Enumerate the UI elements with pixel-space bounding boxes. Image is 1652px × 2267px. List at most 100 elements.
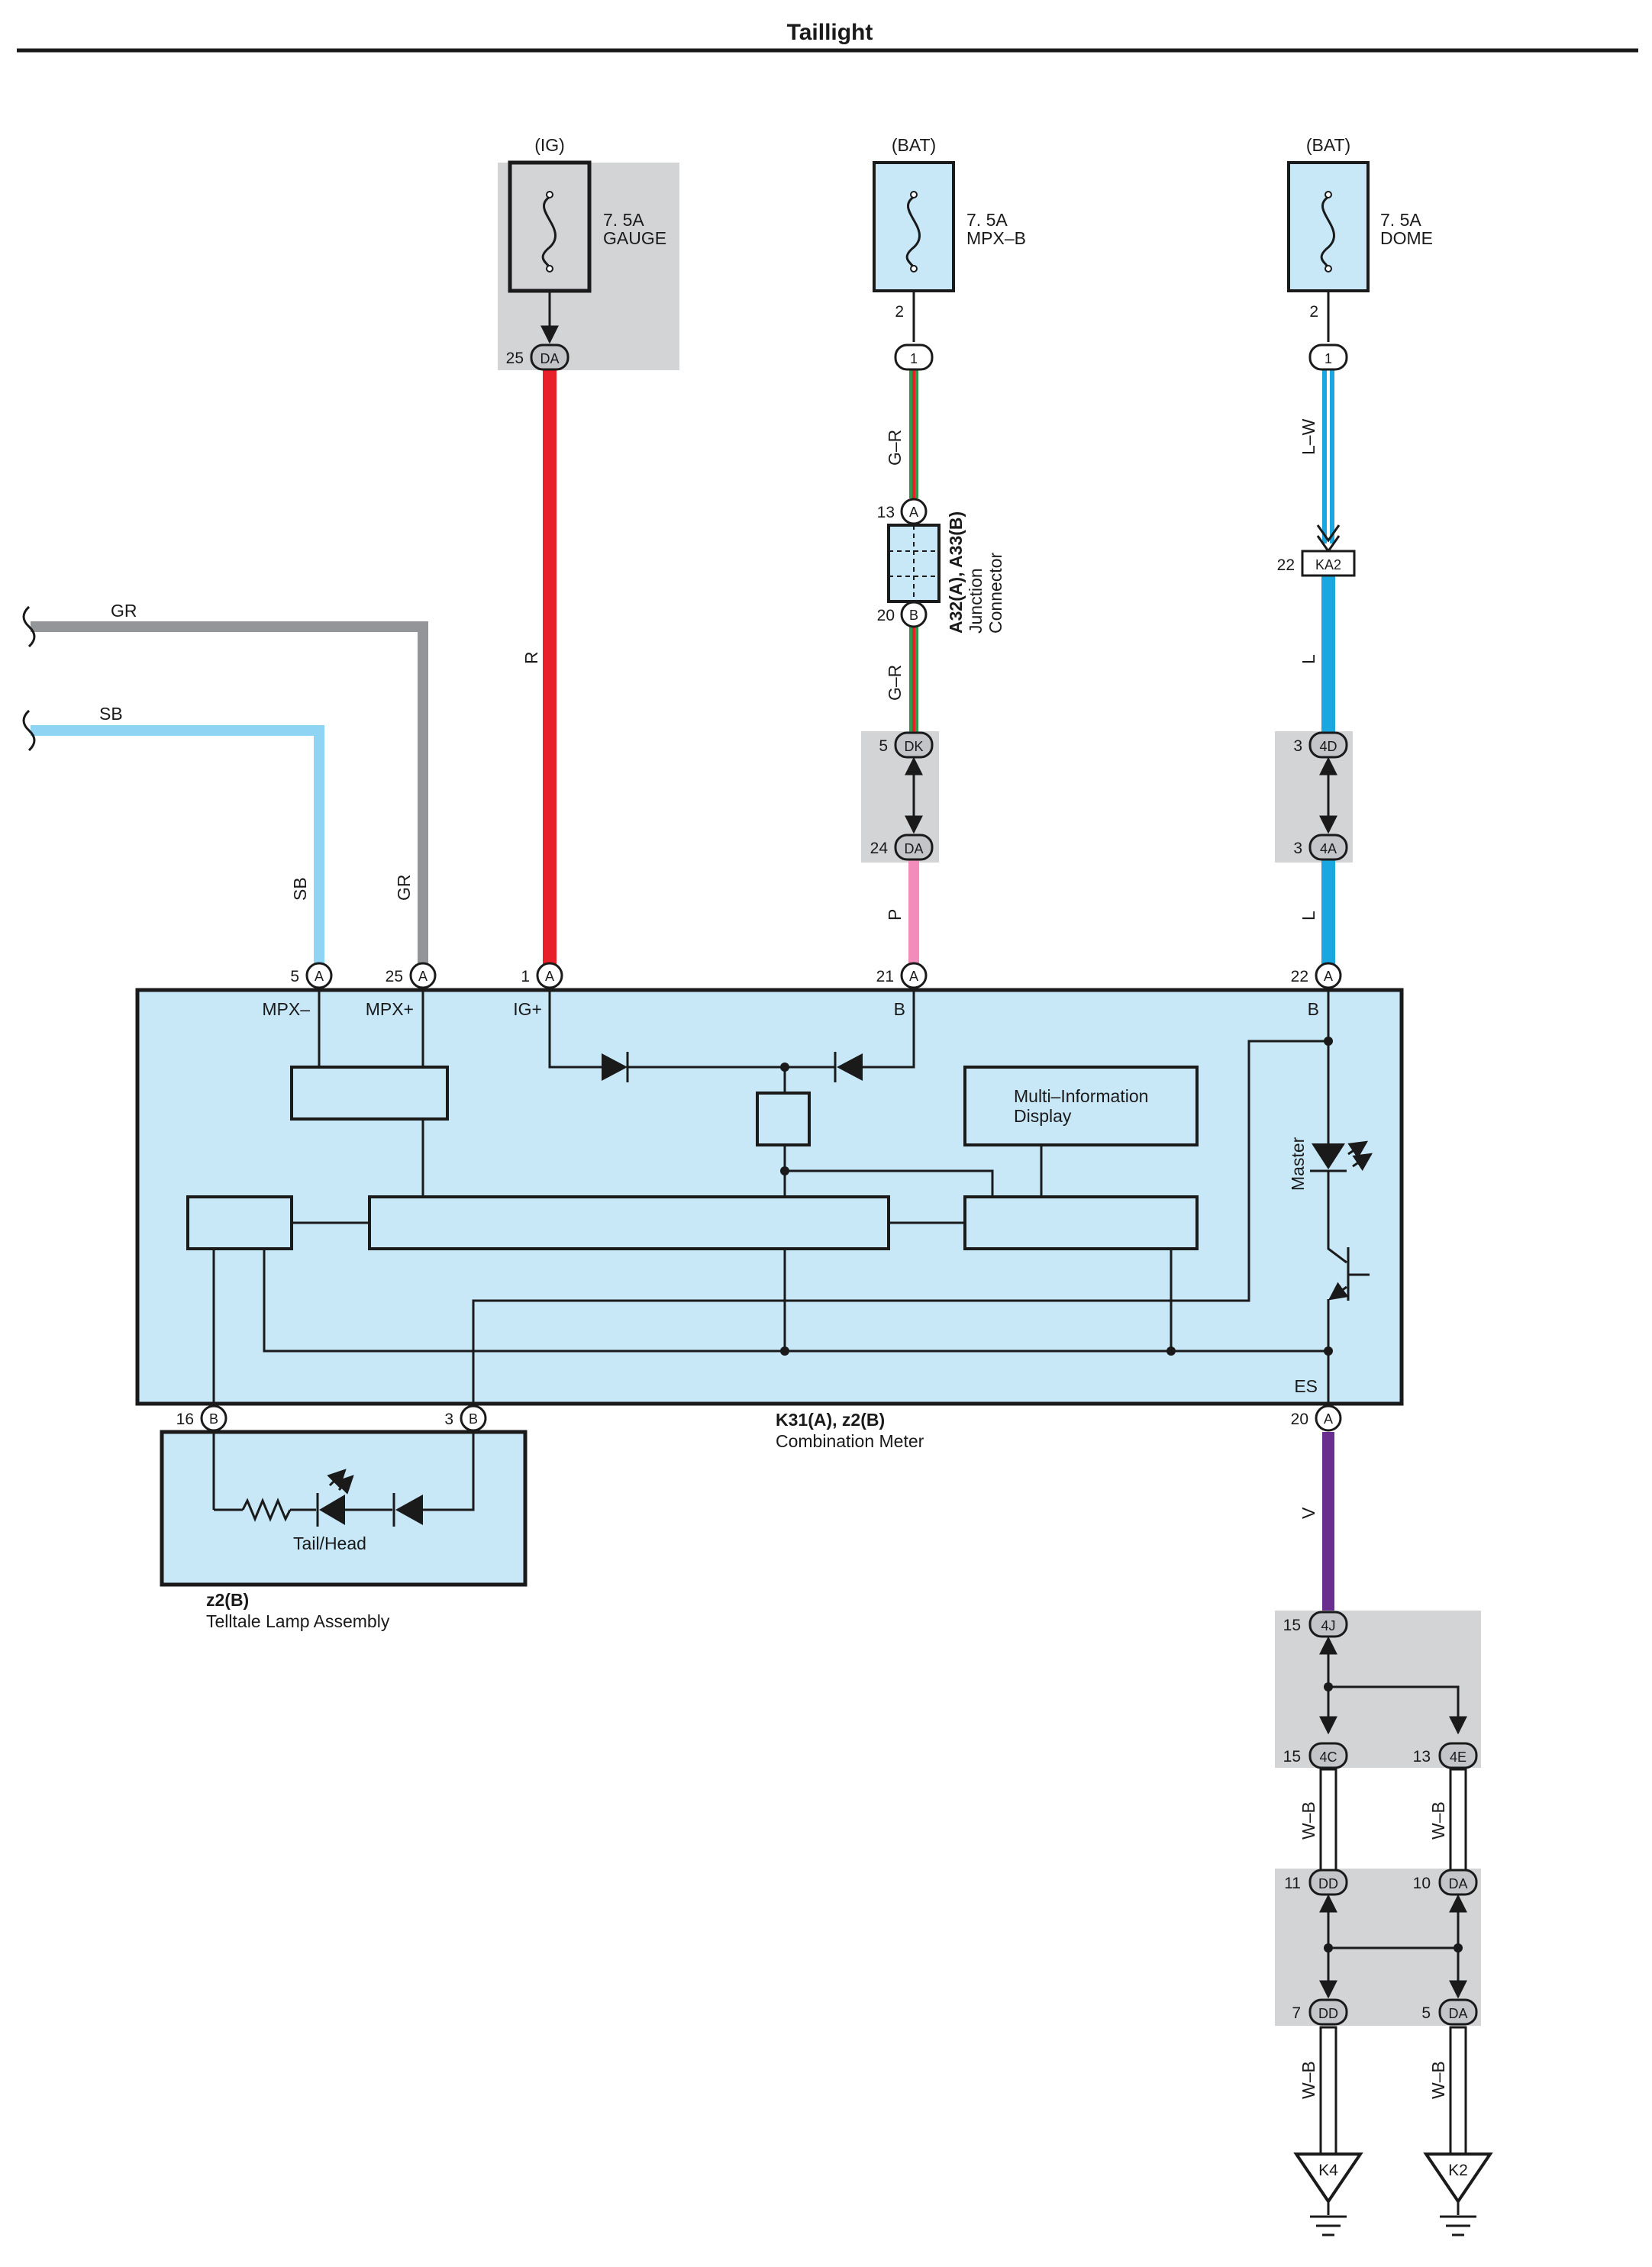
l-wire-label-top: L [1299,654,1318,664]
sb-wire [31,725,324,973]
svg-text:A: A [545,969,554,984]
svg-text:5: 5 [1421,2004,1431,2022]
gr-wire-label-vertical: GR [394,875,414,901]
mpxb-fuse-name: MPX–B [966,228,1026,248]
dome-supply-label: (BAT) [1306,135,1350,155]
g-r-wire-label-top: G–R [885,430,905,466]
svg-text:DA: DA [1448,1876,1467,1891]
svg-text:K2: K2 [1448,2162,1468,2179]
meter-name-label: Combination Meter [776,1431,924,1451]
4d-4a-connectors: 4D 3 4A 3 [1293,731,1348,861]
svg-text:3: 3 [444,1411,453,1428]
svg-text:16: 16 [176,1411,194,1428]
svg-text:3: 3 [1293,737,1302,755]
telltale-name-label: Telltale Lamp Assembly [206,1611,390,1631]
dome-connector-1: 1 [1308,343,1348,371]
meter-id-label: K31(A), z2(B) [776,1410,885,1430]
svg-text:25: 25 [386,968,403,985]
gauge-supply-label: (IG) [534,135,565,155]
svg-text:20: 20 [1291,1411,1308,1428]
meter-pin-b-22: A 22 B [1291,962,1342,1019]
r-wire-label: R [521,651,541,664]
svg-text:K4: K4 [1318,2162,1338,2179]
mpxb-supply-label: (BAT) [892,135,936,155]
svg-text:22: 22 [1277,556,1295,574]
svg-text:15: 15 [1283,1748,1301,1766]
ka2-connector: KA2 22 [1277,524,1356,577]
svg-text:B: B [469,1411,478,1427]
svg-text:Junction: Junction [966,568,986,634]
gauge-da-connector: DA 25 [506,343,569,371]
svg-text:4E: 4E [1450,1749,1466,1765]
svg-text:A: A [1324,1411,1333,1427]
svg-text:B: B [1308,999,1319,1019]
l-w-wire-label: L–W [1299,418,1318,455]
mpxb-connector-1: 1 [894,343,934,371]
meter-pin-3-b: B 3 [444,1404,487,1432]
gauge-fuse-rating: 7. 5A [603,210,644,230]
svg-text:13: 13 [1413,1748,1431,1766]
svg-text:21: 21 [876,968,894,985]
svg-text:DA: DA [540,351,559,366]
svg-text:1: 1 [910,351,918,366]
svg-text:B: B [209,1411,218,1427]
svg-text:15: 15 [1283,1617,1301,1634]
svg-text:DD: DD [1318,2006,1338,2021]
dome-fuse-rating: 7. 5A [1380,210,1421,230]
meter-pin-es: ES A 20 [1291,1376,1342,1432]
mpxb-pin-number: 2 [895,303,904,321]
ground-k2: K2 [1423,2153,1493,2236]
v-wire-label: V [1299,1507,1318,1519]
svg-text:1: 1 [1325,351,1332,366]
meter-pin-mpx-minus: A 5 MPX– [262,962,333,1067]
4j-junction-shade [1275,1611,1481,1768]
w-b-wire-label-4: W–B [1428,2061,1448,2099]
svg-text:10: 10 [1413,1875,1431,1892]
dome-fuse-icon [1320,195,1335,269]
sb-wire-break [22,709,36,752]
svg-text:A: A [909,969,918,984]
svg-text:A: A [418,969,428,984]
svg-text:DA: DA [904,841,923,856]
svg-text:24: 24 [870,840,889,857]
svg-text:4D: 4D [1319,739,1337,754]
svg-text:DK: DK [904,739,923,754]
svg-text:4A: 4A [1320,841,1337,856]
svg-text:Multi–Information: Multi–Information [1014,1086,1148,1106]
gr-wire-break [22,605,36,648]
ground-k4: K4 [1293,2153,1363,2236]
svg-text:DD: DD [1318,1876,1338,1891]
page-title: Taillight [787,20,873,45]
svg-text:Display: Display [1014,1106,1072,1126]
gr-wire [31,621,428,973]
gauge-fuse-name: GAUGE [603,228,666,248]
meter-internal-circuit: Multi–Information Display Master [186,988,1373,1421]
dd-da-junction: DD 11 DA 10 DD 7 DA 5 [1284,1869,1478,2026]
svg-text:MPX+: MPX+ [366,999,414,1019]
svg-text:4C: 4C [1319,1749,1337,1765]
svg-text:20: 20 [877,607,895,624]
sb-wire-label: SB [99,704,123,724]
svg-text:A32(A), A33(B): A32(A), A33(B) [946,511,966,634]
4j-junction: 4J 15 4C 15 4E 13 [1283,1611,1478,1769]
svg-text:A: A [1324,969,1333,984]
svg-text:5: 5 [290,968,299,985]
svg-text:ES: ES [1294,1376,1318,1396]
telltale-tail-head-label: Tail/Head [293,1533,366,1553]
svg-text:13: 13 [877,504,895,521]
svg-text:IG+: IG+ [513,999,542,1019]
meter-pin-mpx-plus: A 25 MPX+ [366,962,437,1067]
l-wire-label-bottom: L [1299,911,1318,921]
dome-fuse-name: DOME [1380,228,1433,248]
svg-text:25: 25 [506,350,524,367]
svg-text:22: 22 [1291,968,1308,985]
svg-text:Master: Master [1288,1137,1308,1191]
sb-wire-label-vertical: SB [290,877,310,901]
gr-wire-label: GR [111,601,137,621]
svg-text:3: 3 [1293,840,1302,857]
mpxb-fuse-icon [905,195,921,269]
svg-text:5: 5 [879,737,888,755]
svg-text:B: B [909,608,918,623]
telltale-id-label: z2(B) [206,1590,249,1610]
